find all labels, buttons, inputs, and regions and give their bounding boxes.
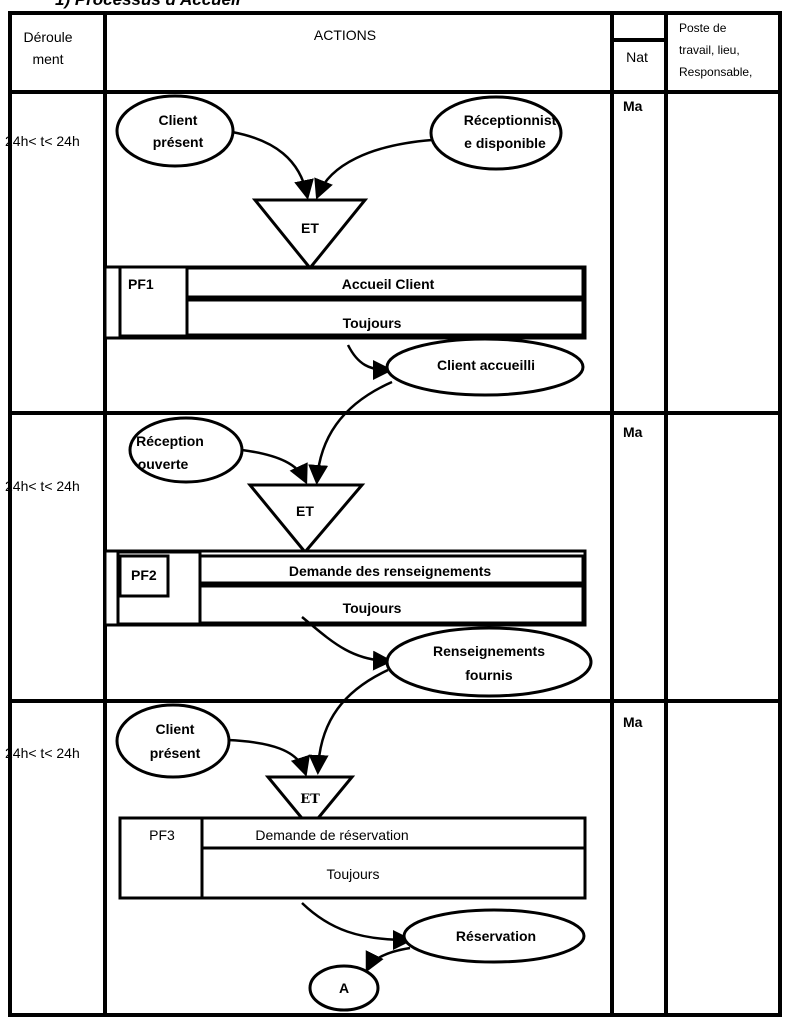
action-label: Accueil Client xyxy=(342,276,435,292)
header-nat: Nat xyxy=(626,49,648,65)
event-client-present xyxy=(115,94,235,168)
event-label: présent xyxy=(150,745,201,761)
connector-a xyxy=(308,964,380,1012)
header-deroulement-2: ment xyxy=(32,51,63,67)
section-2: 24h< t< 24h Ma Réception ouverte ET PF2 … xyxy=(5,416,643,775)
event-label: ouverte xyxy=(138,456,189,472)
nat-value: Ma xyxy=(623,714,643,730)
event-client-accueilli xyxy=(385,337,585,397)
event-label: e disponible xyxy=(464,135,546,151)
event-client-present xyxy=(115,703,231,779)
arrow xyxy=(346,344,393,380)
time-label: 24h< t< 24h xyxy=(5,133,80,149)
header-poste: Poste de xyxy=(679,21,727,35)
arrow xyxy=(314,138,433,200)
arrow xyxy=(301,902,413,950)
header-poste-2: travail, lieu, xyxy=(679,43,740,57)
et-gate xyxy=(246,483,366,555)
event-label: présent xyxy=(153,134,204,150)
event-label: Client accueilli xyxy=(437,357,535,373)
action-label: Demande de réservation xyxy=(255,827,408,843)
event-label: Réceptionnist xyxy=(464,112,557,128)
arrow xyxy=(301,616,393,671)
event-reception-ouverte xyxy=(128,416,244,484)
condition-label: Toujours xyxy=(343,600,402,616)
condition-cell xyxy=(198,584,585,625)
table-grid xyxy=(8,11,782,1017)
arrow xyxy=(227,738,310,777)
pf-label: PF2 xyxy=(131,567,157,583)
arrow xyxy=(231,130,314,200)
event-label: Client xyxy=(159,112,198,128)
header-poste-3: Responsable, xyxy=(679,65,752,79)
action-cell xyxy=(198,554,585,585)
time-label: 24h< t< 24h xyxy=(5,478,80,494)
header-actions: ACTIONS xyxy=(314,27,376,43)
condition-cell xyxy=(185,298,585,337)
event-receptionniste xyxy=(429,95,563,171)
section-3: 24h< t< 24h Ma Client présent ET PF3 Dem… xyxy=(5,703,643,1012)
nat-value: Ma xyxy=(623,424,643,440)
action-label: Demande des renseignements xyxy=(289,563,492,579)
event-renseignements-fournis xyxy=(385,626,593,698)
connector-label: A xyxy=(339,980,349,996)
header-deroulement: Déroule xyxy=(23,29,72,45)
arrow xyxy=(308,668,389,775)
nat-value: Ma xyxy=(623,98,643,114)
pf-cell xyxy=(118,554,170,598)
et-gate xyxy=(264,775,356,831)
condition-label: Toujours xyxy=(327,866,380,882)
event-label: Réception xyxy=(136,433,204,449)
time-label: 24h< t< 24h xyxy=(5,745,80,761)
event-label: Réservation xyxy=(456,928,536,944)
gate-label: ET xyxy=(300,792,320,807)
pf-label: PF3 xyxy=(149,827,175,843)
function-box xyxy=(118,816,587,900)
pf-label: PF1 xyxy=(128,276,154,292)
event-label: fournis xyxy=(465,667,513,683)
event-label: Client xyxy=(156,721,195,737)
event-label: Renseignements xyxy=(433,643,545,659)
gate-label: ET xyxy=(296,503,314,519)
arrow xyxy=(241,448,308,485)
action-cell xyxy=(185,266,585,299)
arrow xyxy=(365,946,411,973)
section-1: 24h< t< 24h Ma Client présent Réceptionn… xyxy=(5,94,643,485)
event-reservation xyxy=(402,908,586,964)
condition-label: Toujours xyxy=(343,315,402,331)
arrow xyxy=(308,380,393,485)
gate-label: ET xyxy=(301,220,319,236)
page-title: 1) Processus d'Accueil xyxy=(55,0,242,9)
et-gate xyxy=(251,198,369,271)
